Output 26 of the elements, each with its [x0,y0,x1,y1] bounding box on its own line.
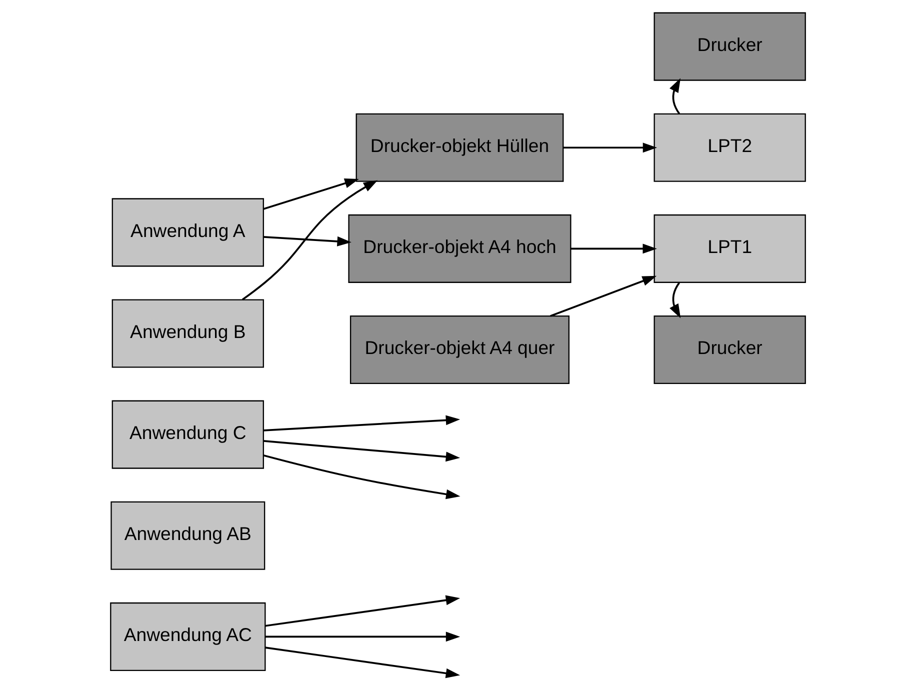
node-box: Anwendung A [112,198,264,267]
arrow [265,646,460,678]
node-box: Drucker-objekt A4 hoch [348,214,572,283]
arrow [570,244,657,254]
arrow [242,180,378,300]
node-box: Anwendung B [112,299,264,368]
node-box: Anwendung AB [110,501,266,570]
arrow [265,632,460,642]
arrow [263,440,460,462]
arrow [670,282,681,318]
arrow [563,142,658,153]
node-box: LPT2 [654,113,806,182]
arrow [263,236,352,246]
arrow [263,454,460,500]
node-box: Drucker-objekt A4 quer [350,316,570,384]
arrow [263,415,460,432]
node-box: LPT1 [654,214,806,283]
node-box: Anwendung AC [110,602,266,671]
arrow [670,78,681,114]
node-box: Drucker [654,12,806,81]
node-box: Drucker [654,316,806,384]
arrow [550,276,657,317]
node-box: Anwendung C [112,400,264,469]
node-box: Drucker-objekt Hüllen [356,113,564,182]
arrow [263,178,359,210]
arrow [265,595,460,627]
